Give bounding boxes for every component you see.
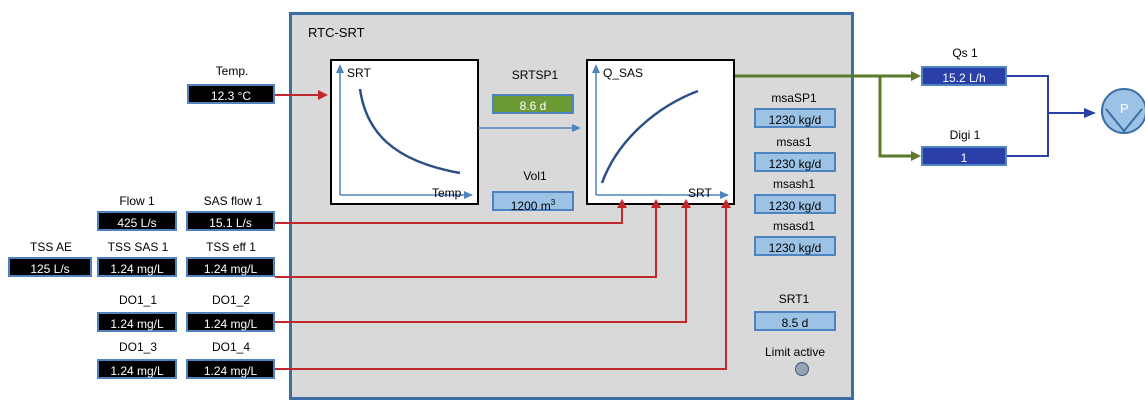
srt-temp-plot (336, 64, 473, 199)
qsas-srt-curve[interactable]: Q_SAS SRT (586, 59, 735, 205)
tss-eff1-label: TSS eff 1 (206, 240, 256, 254)
vol1-value[interactable]: 1200 m3 (492, 191, 574, 213)
qsas-chart-xlabel: SRT (688, 186, 712, 200)
msasp1-label: msaSP1 (771, 91, 817, 105)
tss-eff1-value[interactable]: 1.24 mg/L (186, 257, 275, 277)
msash1-value[interactable]: 1230 kg/d (754, 194, 836, 214)
srt-temp-line (358, 88, 461, 175)
do1-2-value[interactable]: 1.24 mg/L (186, 312, 275, 332)
sas-flow1-value[interactable]: 15.1 L/s (186, 211, 275, 231)
vol1-unit-sup: 3 (550, 198, 556, 207)
temp-label: Temp. (215, 64, 249, 78)
msas1-value[interactable]: 1230 kg/d (754, 152, 836, 172)
limit-active-indicator (795, 362, 809, 376)
flow1-label: Flow 1 (119, 194, 155, 208)
srt-chart-ylabel: SRT (347, 66, 371, 80)
digi1-value[interactable]: 1 (921, 146, 1007, 166)
msasd1-value[interactable]: 1230 kg/d (754, 236, 836, 256)
digi1-label: Digi 1 (949, 128, 981, 142)
qsas-srt-plot (592, 64, 729, 199)
srt1-label: SRT1 (778, 292, 810, 306)
limit-active-label: Limit active (764, 345, 826, 359)
srt-temp-curve[interactable]: SRT Temp (330, 59, 479, 205)
srt1-value[interactable]: 8.5 d (754, 311, 836, 331)
tss-ae-value[interactable]: 125 L/s (8, 257, 92, 277)
srtsp1-label: SRTSP1 (511, 68, 559, 82)
do1-3-value[interactable]: 1.24 mg/L (97, 359, 177, 379)
qsas-srt-line (600, 89, 699, 184)
srtsp1-value[interactable]: 8.6 d (492, 94, 574, 114)
tss-ae-label: TSS AE (29, 240, 73, 254)
qs1-value[interactable]: 15.2 L/h (921, 66, 1007, 86)
do1-2-label: DO1_2 (211, 293, 251, 307)
pump-label: P (1120, 101, 1129, 116)
srt-chart-xlabel: Temp (432, 186, 462, 200)
do1-4-label: DO1_4 (211, 340, 251, 354)
do1-1-value[interactable]: 1.24 mg/L (97, 312, 177, 332)
msasp1-value[interactable]: 1230 kg/d (754, 108, 836, 128)
pump-icon[interactable]: P (1100, 87, 1145, 135)
msash1-label: msash1 (772, 177, 816, 191)
flow1-value[interactable]: 425 L/s (97, 211, 177, 231)
tss-sas1-value[interactable]: 1.24 mg/L (97, 257, 177, 277)
vol1-value-text: 1200 m (510, 199, 551, 213)
msasd1-label: msasd1 (772, 219, 816, 233)
do1-1-label: DO1_1 (118, 293, 158, 307)
tss-sas1-label: TSS SAS 1 (107, 240, 169, 254)
do1-3-label: DO1_3 (118, 340, 158, 354)
msas1-label: msas1 (776, 135, 812, 149)
qs1-label: Qs 1 (952, 46, 978, 60)
qsas-chart-ylabel: Q_SAS (603, 66, 644, 80)
temp-value[interactable]: 12.3 °C (187, 84, 275, 104)
pump-symbol (1101, 88, 1145, 134)
panel-title: RTC-SRT (308, 25, 365, 40)
vol1-label: Vol1 (523, 169, 547, 183)
sas-flow1-label: SAS flow 1 (203, 194, 263, 208)
do1-4-value[interactable]: 1.24 mg/L (186, 359, 275, 379)
